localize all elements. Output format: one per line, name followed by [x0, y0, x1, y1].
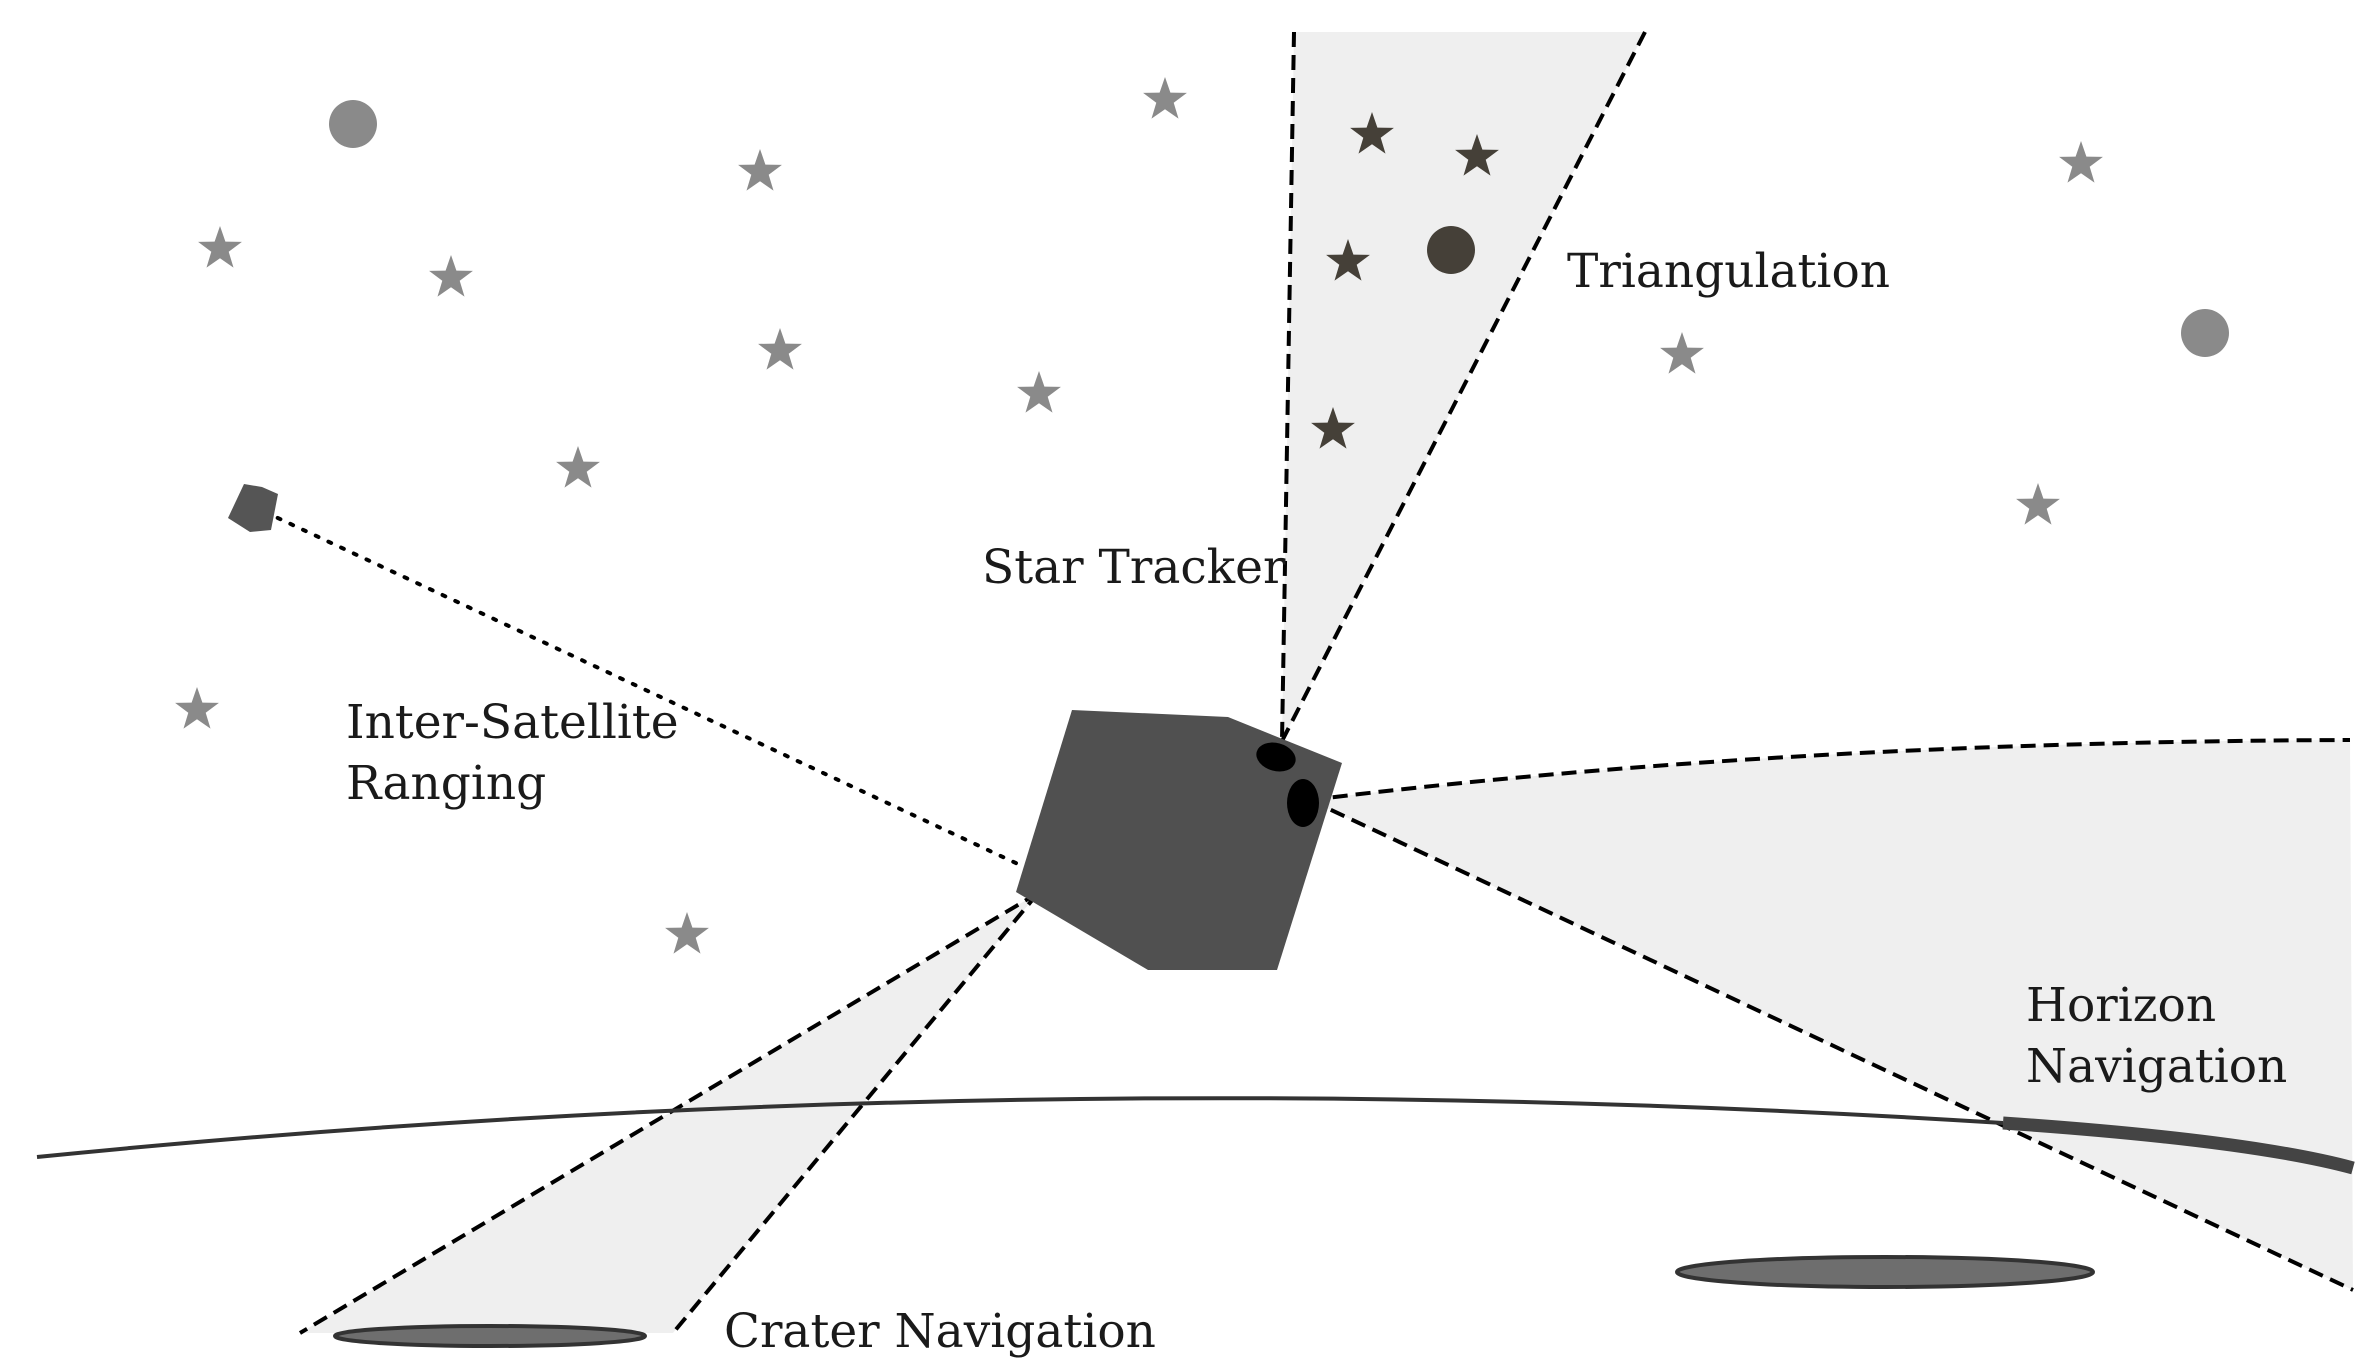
planet-surface: [36, 1096, 2355, 1175]
star-icon: [738, 149, 782, 191]
spacecraft-body: [1016, 710, 1342, 970]
horizon-sensor-cone-upper-edge: [1309, 738, 2351, 802]
star-icon: [556, 446, 600, 488]
crater-camera-cone: [298, 891, 1040, 1335]
horizon-sensor-cone-fill: [1310, 740, 2353, 1290]
planet-icon: [1427, 226, 1475, 274]
star-icon: [175, 687, 219, 729]
star-icon: [1660, 332, 1704, 374]
star-tracker-sensor: [1256, 742, 1296, 772]
star-icon: [758, 328, 802, 370]
crater-camera-cone-left-edge: [298, 891, 1040, 1335]
star-icon: [665, 912, 709, 954]
star-icon: [1017, 371, 1061, 413]
spacecraft: [1016, 710, 1342, 970]
star-tracker-cone: [1280, 31, 1647, 742]
inter-satellite-ranging-label-line1: Inter-Satellite: [346, 695, 679, 750]
planet-icon: [2181, 309, 2229, 357]
horizon-sensor-cone: [1309, 738, 2354, 1292]
star-icon: [1143, 77, 1187, 119]
inter-satellite-ranging-label-line2: Ranging: [346, 756, 546, 811]
planet-horizon-curve: [36, 1096, 2004, 1159]
inter-satellite-ranging-link: [263, 510, 1022, 867]
star-icon: [198, 226, 242, 268]
satellite-icon: [228, 484, 278, 532]
star-tracker-cone-left-edge: [1280, 31, 1296, 742]
crater: [333, 1324, 647, 1348]
star-icon: [2059, 141, 2103, 183]
crater-camera-cone-right-edge: [671, 891, 1040, 1335]
planet-horizon-highlight: [2002, 1116, 2355, 1175]
horizon-sensor: [1287, 779, 1319, 827]
star-icon: [429, 255, 473, 297]
crater-navigation-label: Crater Navigation: [724, 1304, 1156, 1359]
star-icon: [2016, 483, 2060, 525]
star-tracker-cone-right-edge: [1280, 31, 1647, 742]
horizon-navigation-label-line2: Navigation: [2026, 1039, 2287, 1094]
triangulation-label: Triangulation: [1567, 244, 1890, 299]
horizon-sensor-cone-lower-edge: [1309, 798, 2354, 1292]
crater: [1675, 1255, 2095, 1289]
horizon-navigation-label-line1: Horizon: [2026, 978, 2216, 1033]
star-tracker-label: Star Tracker: [982, 540, 1286, 595]
planet-icon: [329, 100, 377, 148]
craters: [333, 1255, 2095, 1348]
